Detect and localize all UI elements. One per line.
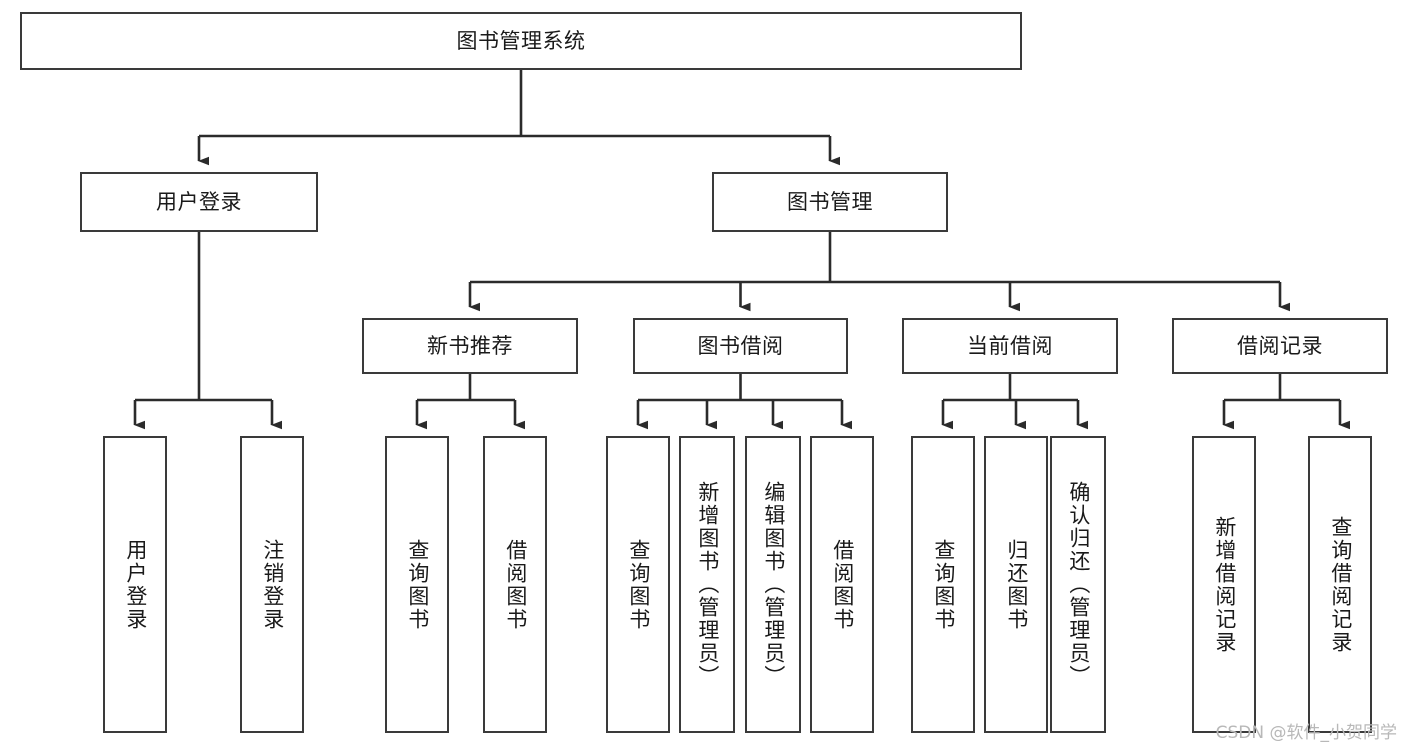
node-leaf-rec-query[interactable]: 查询借阅记录 bbox=[1308, 436, 1372, 733]
node-label: 新增图书（管理员） bbox=[695, 481, 720, 688]
node-label: 确认归还（管理员） bbox=[1066, 481, 1091, 688]
node-leaf-cur-confirm[interactable]: 确认归还（管理员） bbox=[1050, 436, 1106, 733]
node-bookmgmt[interactable]: 图书管理 bbox=[712, 172, 948, 232]
node-records[interactable]: 借阅记录 bbox=[1172, 318, 1388, 374]
node-leaf-nb-borrow[interactable]: 借阅图书 bbox=[483, 436, 547, 733]
node-label: 编辑图书（管理员） bbox=[761, 481, 786, 688]
csdn-watermark: CSDN @软件_小贺同学 bbox=[1215, 723, 1397, 743]
node-label: 注销登录 bbox=[260, 538, 285, 631]
node-login[interactable]: 用户登录 bbox=[80, 172, 318, 232]
node-leaf-bk-add[interactable]: 新增图书（管理员） bbox=[679, 436, 735, 733]
node-label: 用户登录 bbox=[156, 189, 242, 214]
node-label: 借阅记录 bbox=[1237, 333, 1323, 358]
node-label: 查询借阅记录 bbox=[1328, 515, 1353, 654]
node-label: 借阅图书 bbox=[503, 538, 528, 631]
node-leaf-user-login[interactable]: 用户登录 bbox=[103, 436, 167, 733]
node-label: 当前借阅 bbox=[967, 333, 1053, 358]
node-leaf-bk-query[interactable]: 查询图书 bbox=[606, 436, 670, 733]
node-label: 图书管理 bbox=[787, 189, 873, 214]
node-leaf-cur-return[interactable]: 归还图书 bbox=[984, 436, 1048, 733]
node-label: 图书管理系统 bbox=[456, 28, 586, 53]
node-leaf-rec-add[interactable]: 新增借阅记录 bbox=[1192, 436, 1256, 733]
node-label: 用户登录 bbox=[123, 538, 148, 631]
node-label: 借阅图书 bbox=[830, 538, 855, 631]
node-leaf-user-logout[interactable]: 注销登录 bbox=[240, 436, 304, 733]
node-newbook[interactable]: 新书推荐 bbox=[362, 318, 578, 374]
node-label: 查询图书 bbox=[405, 538, 430, 631]
node-label: 图书借阅 bbox=[697, 333, 784, 358]
node-leaf-bk-edit[interactable]: 编辑图书（管理员） bbox=[745, 436, 801, 733]
node-root[interactable]: 图书管理系统 bbox=[20, 12, 1022, 70]
node-borrow[interactable]: 图书借阅 bbox=[633, 318, 848, 374]
node-label: 新增借阅记录 bbox=[1212, 515, 1237, 654]
node-label: 查询图书 bbox=[626, 538, 651, 631]
node-leaf-cur-query[interactable]: 查询图书 bbox=[911, 436, 975, 733]
node-label: 新书推荐 bbox=[427, 333, 513, 358]
node-label: 查询图书 bbox=[931, 538, 956, 631]
node-current[interactable]: 当前借阅 bbox=[902, 318, 1118, 374]
node-leaf-bk-borrow[interactable]: 借阅图书 bbox=[810, 436, 874, 733]
node-leaf-nb-query[interactable]: 查询图书 bbox=[385, 436, 449, 733]
node-label: 归还图书 bbox=[1004, 538, 1029, 631]
